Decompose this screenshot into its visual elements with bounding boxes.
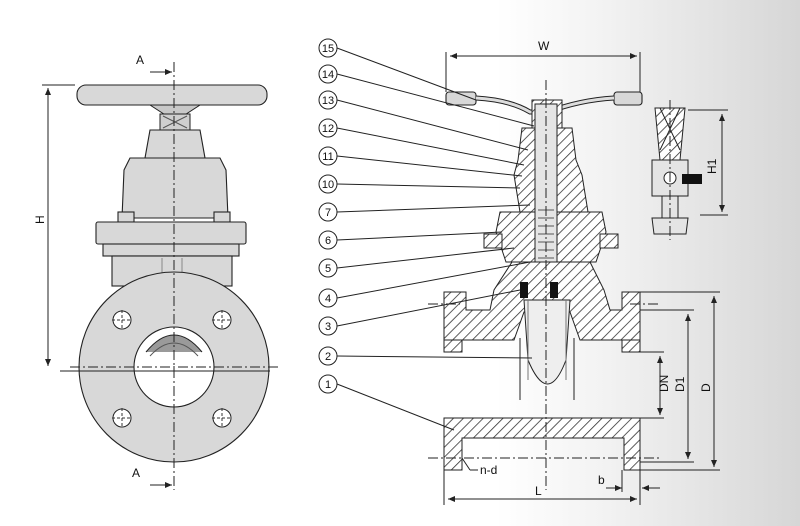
svg-text:2: 2 — [325, 351, 331, 363]
dim-dn-label: DN — [657, 375, 671, 392]
part-callouts: 15 14 13 12 11 10 7 6 5 4 3 2 1 — [318, 38, 535, 431]
callout-15: 15 — [318, 38, 477, 101]
dim-w-label: W — [538, 39, 550, 53]
dim-h-label: H — [33, 215, 47, 224]
dim-l-label: L — [535, 484, 542, 498]
dim-d1-label: D1 — [673, 376, 687, 392]
svg-text:10: 10 — [322, 179, 334, 191]
svg-text:11: 11 — [322, 151, 333, 163]
section-a-bottom: A — [132, 466, 140, 480]
callout-10: 10 — [318, 174, 521, 194]
callout-11: 11 — [318, 146, 523, 177]
svg-text:5: 5 — [325, 263, 331, 275]
callout-2: 2 — [318, 346, 533, 366]
callout-1: 1 — [318, 374, 455, 431]
side-view: A A H — [33, 53, 280, 490]
svg-text:6: 6 — [325, 235, 331, 247]
svg-text:3: 3 — [325, 321, 331, 333]
callout-13: 13 — [318, 90, 529, 151]
bolt-holes-front — [112, 310, 232, 428]
svg-text:7: 7 — [325, 207, 331, 219]
bonnet-side — [121, 157, 229, 219]
callout-7: 7 — [318, 202, 531, 222]
svg-text:13: 13 — [322, 95, 334, 107]
dim-h1-label: H1 — [705, 158, 719, 174]
callout-4: 4 — [318, 261, 531, 308]
svg-text:14: 14 — [322, 69, 334, 81]
svg-text:15: 15 — [322, 43, 334, 55]
svg-text:1: 1 — [325, 379, 331, 391]
callout-3: 3 — [318, 289, 521, 336]
section-view: W n-d — [428, 39, 728, 505]
svg-text:12: 12 — [322, 123, 334, 135]
svg-text:4: 4 — [325, 293, 331, 305]
section-a-top: A — [136, 53, 144, 67]
dim-nd-label: n-d — [480, 463, 497, 477]
callout-14: 14 — [318, 64, 535, 127]
dim-d-label: D — [699, 383, 713, 392]
callout-5: 5 — [318, 247, 515, 278]
dim-b-label: b — [598, 473, 605, 487]
handwheel-side — [76, 84, 268, 106]
callout-6: 6 — [318, 230, 503, 250]
callout-12: 12 — [318, 118, 525, 166]
